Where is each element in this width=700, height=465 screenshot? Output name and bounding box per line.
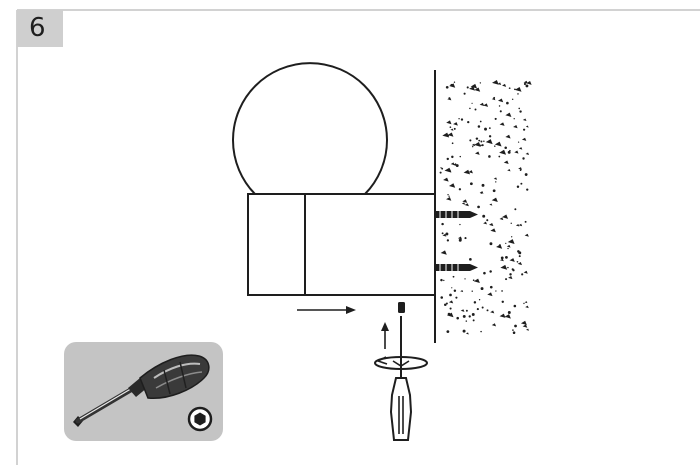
arrow-right-icon (297, 306, 356, 314)
arrow-up-icon (381, 322, 389, 349)
wall-screws (436, 211, 478, 271)
hex-bit-icon (187, 406, 213, 432)
screwdriver-tool-icon (73, 354, 210, 427)
wall-section-icon (434, 70, 532, 343)
wall-texture (439, 79, 532, 335)
wall-lamp-icon (232, 62, 436, 296)
lower-screw-icon (436, 264, 478, 271)
screwdriver-icon (374, 316, 428, 441)
step-number-badge: 6 (17, 10, 63, 47)
upper-screw-icon (436, 211, 478, 218)
set-screw-icon (398, 302, 405, 313)
tool-reference-panel (64, 342, 223, 441)
